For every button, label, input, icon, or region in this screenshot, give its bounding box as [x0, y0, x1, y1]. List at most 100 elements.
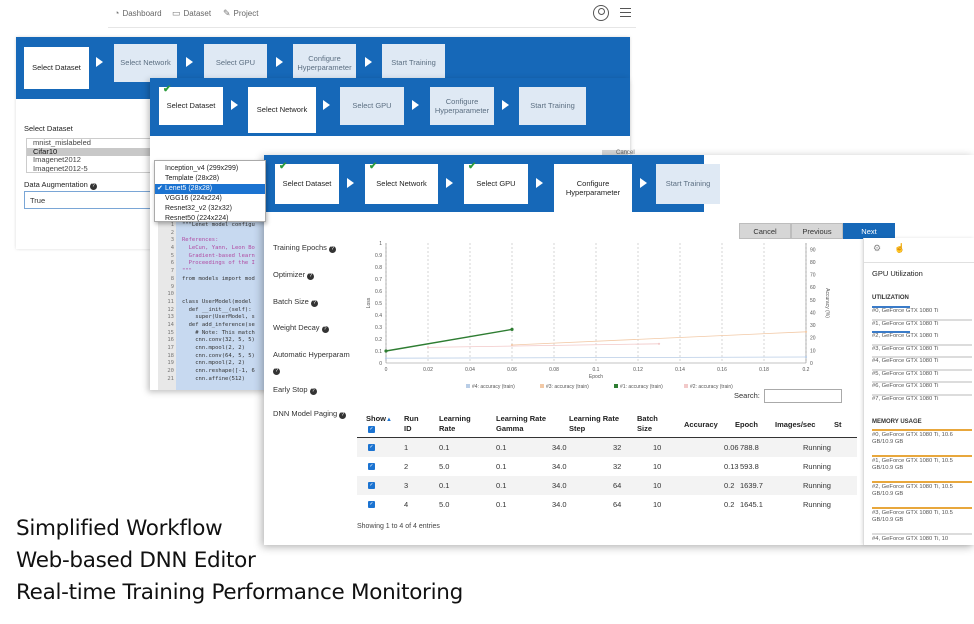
param-automatic-hyperparam: Automatic Hyperparam [273, 350, 350, 359]
step-start-training[interactable]: Start Training [382, 44, 445, 82]
help-icon[interactable]: ? [307, 273, 315, 280]
cancel-button[interactable]: Cancel [739, 223, 791, 239]
help-icon[interactable]: ? [339, 412, 347, 419]
code-line: References: [182, 237, 219, 244]
network-option[interactable]: Inception_v4 (299x299) [165, 165, 239, 172]
step-select-gpu[interactable]: ✔Select GPU [464, 161, 528, 204]
hamburger-menu-icon[interactable] [620, 8, 631, 17]
settings-gear-icon[interactable]: ⚙ [872, 243, 882, 253]
dataset-option[interactable]: Imagenet2012 [33, 155, 81, 164]
step-label: Configure Hyperparameter [434, 96, 490, 115]
wizard-step-bar: ✔Select Dataset ✔Select Network ✔Select … [264, 155, 720, 212]
gpu-memory-item: #4, GeForce GTX 1080 Ti, 10 [872, 536, 949, 542]
show-run-checkbox[interactable]: ✓ [368, 482, 375, 489]
show-all-checkbox[interactable]: ✓ [368, 426, 375, 433]
y-left-tick-label: 0.1 [375, 349, 382, 355]
show-run-checkbox[interactable]: ✓ [368, 501, 375, 508]
step-select-network[interactable]: ✔Select Network [365, 161, 438, 204]
table-cell: 0.1 [496, 500, 507, 509]
table-cell: Running [803, 443, 831, 452]
network-option-selected[interactable]: ✔Lenet5 (28x28) [155, 184, 265, 194]
dataset-listbox[interactable]: mnist_mislabeled Cifar10 Imagenet2012 Im… [26, 138, 152, 173]
previous-button[interactable]: Previous [791, 223, 843, 239]
gpu-memory-item: #0, GeForce GTX 1080 Ti, 10.6 GB/10.9 GB [872, 432, 953, 446]
nav-project-label: Project [233, 9, 259, 18]
dataset-option[interactable]: Imagenet2012-5 [33, 163, 88, 173]
help-icon[interactable]: ? [328, 246, 336, 253]
step-select-gpu[interactable]: Select GPU [204, 44, 267, 82]
line-number: 2 [170, 229, 174, 236]
x-tick-label: 0.06 [507, 367, 517, 373]
param-label: Training Epochs [273, 243, 327, 252]
header-batch-size[interactable]: Batch Size [637, 414, 658, 433]
network-option[interactable]: Resnet50 (224x224) [165, 215, 229, 222]
help-icon[interactable]: ? [310, 300, 318, 307]
line-number: 21 [167, 375, 174, 382]
line-number: 12 [167, 306, 174, 313]
header-images-sec[interactable]: Images/sec [775, 420, 816, 429]
step-select-network[interactable]: Select Network [248, 87, 316, 133]
code-line: def add_inference(se [182, 321, 255, 328]
nav-dashboard[interactable]: ◔ Dashboard [114, 8, 162, 18]
header-status[interactable]: St [834, 420, 842, 429]
line-number: 17 [167, 345, 174, 351]
network-option[interactable]: Resnet32_v2 (32x32) [165, 205, 232, 212]
step-start-training[interactable]: Start Training [519, 87, 586, 125]
step-select-dataset[interactable]: Select Dataset [24, 47, 89, 89]
help-icon[interactable]: ? [89, 183, 97, 190]
hand-pointer-icon[interactable]: ☝ [894, 243, 906, 253]
header-epoch[interactable]: Epoch [735, 420, 758, 429]
help-icon[interactable]: ? [321, 326, 329, 333]
step-label: Start Training [665, 179, 711, 189]
legend-entry: #1: accuracy (train) [620, 384, 663, 390]
step-select-network[interactable]: Select Network [114, 44, 177, 82]
step-start-training[interactable]: Start Training [656, 164, 720, 204]
y-left-tick-label: 0.7 [375, 277, 382, 283]
gpu-memory-item: #1, GeForce GTX 1080 Ti, 10.5 GB/10.9 GB [872, 458, 953, 472]
header-show[interactable]: Show▲ [366, 414, 392, 425]
show-run-checkbox[interactable]: ✓ [368, 463, 375, 470]
wizard-step-bar: Select Dataset Select Network Select GPU… [16, 37, 630, 99]
header-run-id[interactable]: Run ID [404, 414, 419, 433]
ghost-cancel-button[interactable] [602, 150, 628, 158]
step-select-dataset[interactable]: ✔Select Dataset [275, 161, 339, 204]
step-select-dataset[interactable]: ✔Select Dataset [159, 84, 223, 125]
nav-dataset[interactable]: ▭ Dataset [172, 8, 211, 19]
table-cell: 0.2 [724, 500, 735, 509]
nav-project[interactable]: ✎ Project [223, 8, 258, 19]
network-dropdown[interactable]: Inception_v4 (299x299) Template (28x28) … [154, 160, 266, 222]
user-avatar-icon[interactable] [593, 5, 609, 21]
show-run-checkbox[interactable]: ✓ [368, 444, 375, 451]
feature-list: Simplified Workflow Web-based DNN Editor… [16, 513, 463, 609]
dataset-option[interactable]: mnist_mislabeled [33, 138, 91, 147]
network-option[interactable]: Template (28x28) [165, 175, 220, 182]
help-icon[interactable]: ? [273, 368, 280, 375]
table-cell: 0.13 [724, 462, 739, 471]
step-configure-hyperparameter[interactable]: Configure Hyperparameter [430, 87, 494, 125]
step-label: Select Network [376, 179, 427, 189]
step-arrow-icon [502, 100, 509, 110]
search-input[interactable] [764, 389, 842, 403]
header-accuracy[interactable]: Accuracy [684, 420, 718, 429]
x-tick-label: 0.14 [675, 367, 685, 373]
dataset-option-selected[interactable]: Cifar10 [27, 147, 151, 156]
x-tick-label: 0.1 [593, 367, 600, 373]
next-button[interactable]: Next [843, 223, 895, 239]
header-learning-rate[interactable]: Learning Rate [439, 414, 471, 433]
help-icon[interactable]: ? [309, 388, 317, 395]
param-label: DNN Model Paging [273, 409, 338, 418]
table-cell: 64 [613, 500, 622, 509]
step-configure-hyperparameter[interactable]: Configure Hyperparameter [293, 44, 356, 82]
header-lr-step[interactable]: Learning Rate Step [569, 414, 620, 433]
step-select-gpu[interactable]: Select GPU [340, 87, 404, 125]
header-lr-gamma[interactable]: Learning Rate Gamma [496, 414, 547, 433]
network-option[interactable]: VGG16 (224x224) [165, 195, 222, 202]
data-augmentation-select[interactable]: True [24, 191, 159, 209]
step-configure-hyperparameter[interactable]: Configure Hyperparameter [554, 164, 632, 212]
